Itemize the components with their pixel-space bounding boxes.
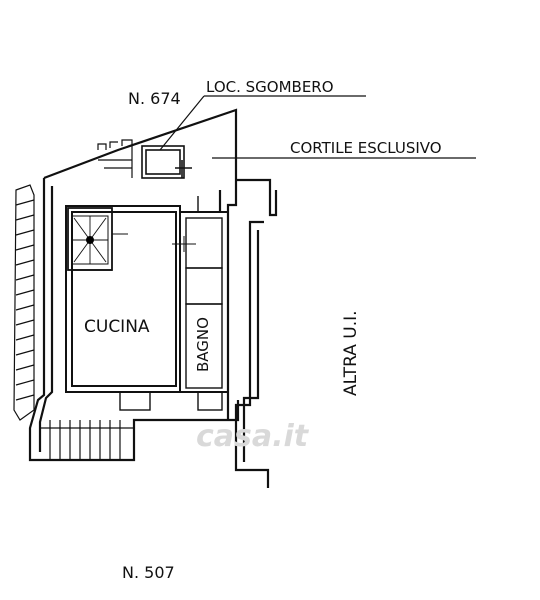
roof-slope	[43, 108, 238, 190]
altra-boundary	[234, 220, 270, 488]
loc-sgombero-room	[141, 145, 192, 179]
bagno-label: BAGNO	[194, 317, 212, 372]
courtyard-boundary	[236, 178, 278, 217]
external-stairs	[13, 184, 35, 421]
outer-walls	[28, 108, 278, 488]
altra-label: ALTRA U.I.	[341, 310, 361, 396]
parcel-top-label: N. 674	[128, 89, 181, 108]
loc-sgombero-leader	[159, 95, 205, 151]
cucina-label: CUCINA	[84, 317, 150, 337]
left-wall	[28, 178, 240, 462]
parcel-bottom-label: N. 507	[122, 563, 175, 582]
watermark-text: casa.it	[196, 419, 310, 454]
cortile-label: CORTILE ESCLUSIVO	[290, 139, 442, 157]
right-upper-wall	[226, 190, 238, 420]
left-wall-inner	[38, 186, 54, 452]
top-stairs	[97, 139, 133, 178]
altra-boundary-inner	[242, 230, 260, 462]
bottom-stairs	[40, 420, 134, 460]
kitchen-room	[65, 205, 181, 393]
leader-lines	[159, 95, 476, 159]
loc-sgombero-label: LOC. SGOMBERO	[206, 78, 334, 96]
bottom-openings	[119, 391, 223, 411]
